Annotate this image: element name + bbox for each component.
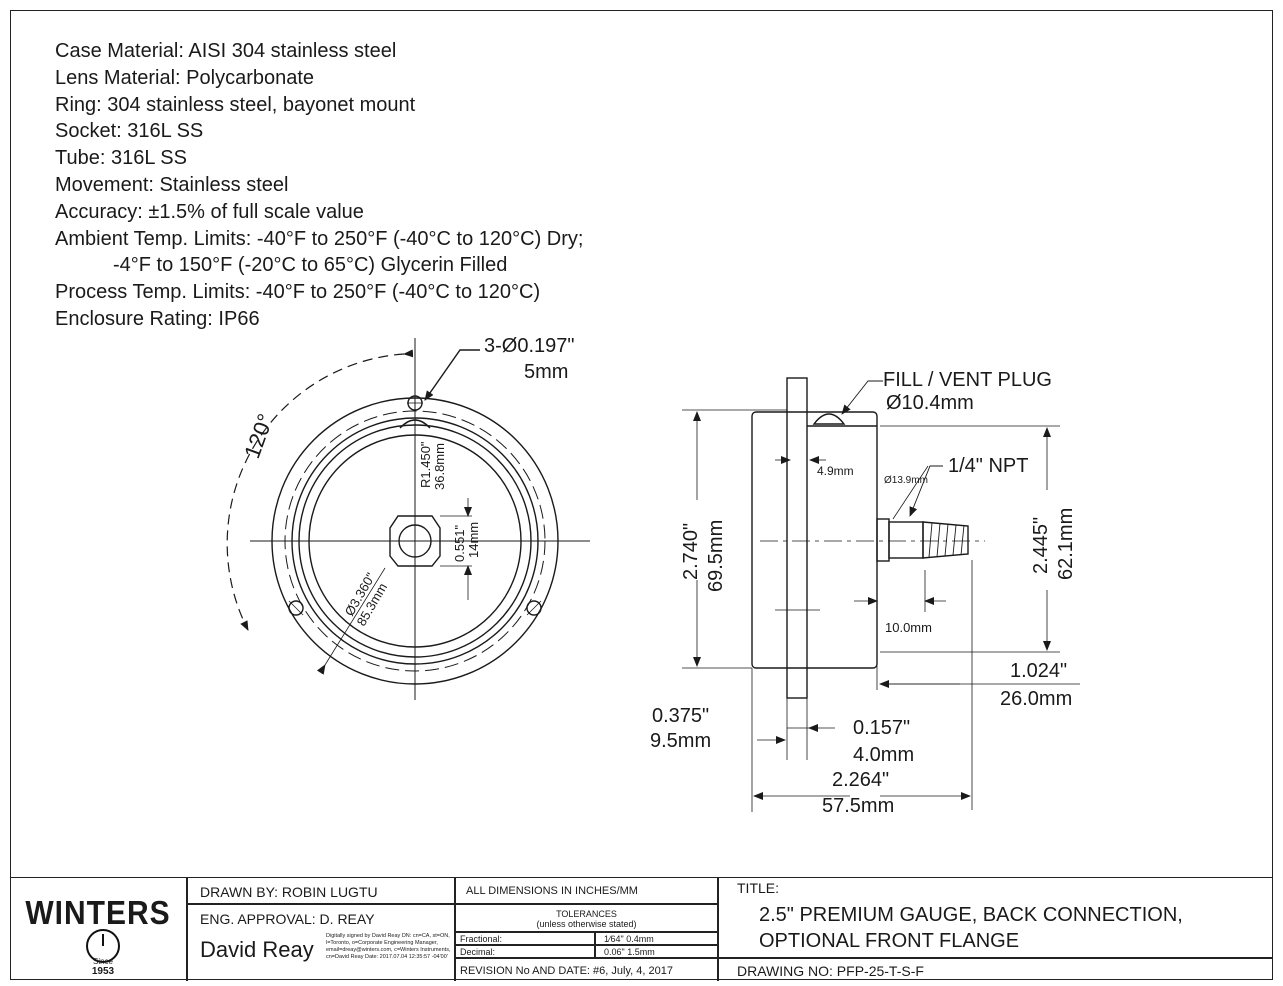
spec-list: Case Material: AISI 304 stainless steel … bbox=[55, 38, 583, 333]
fractional-value: 1⁄64" 0.4mm bbox=[604, 934, 654, 944]
back-depth-mm-label: 26.0mm bbox=[1000, 688, 1072, 710]
radius-mm-label: 36.8mm bbox=[432, 443, 447, 490]
title-line-1: 2.5" PREMIUM GAUGE, BACK CONNECTION, bbox=[759, 904, 1183, 926]
eng-approval: ENG. APPROVAL: D. REAY bbox=[200, 911, 375, 927]
back-depth-label: 1.024" bbox=[1010, 660, 1067, 682]
all-dimensions-cell: ALL DIMENSIONS IN INCHES/MM bbox=[455, 878, 718, 904]
case-height-label: 2.445" bbox=[1030, 517, 1052, 574]
case-profile bbox=[751, 411, 878, 669]
total-length-mm-label: 57.5mm bbox=[822, 795, 894, 817]
drawn-by-cell: DRAWN BY: ROBIN LUGTU bbox=[187, 878, 455, 904]
flange-height-mm-label: 69.5mm bbox=[705, 520, 727, 592]
title-label: TITLE: bbox=[737, 880, 780, 896]
angle-label: 120° bbox=[239, 410, 278, 461]
npt-leader bbox=[909, 465, 943, 517]
since-label: Since bbox=[93, 957, 114, 966]
year-label: 1953 bbox=[92, 966, 115, 977]
title-cell: TITLE: 2.5" PREMIUM GAUGE, BACK CONNECTI… bbox=[718, 878, 1273, 958]
wall-label: 4.9mm bbox=[817, 464, 854, 478]
npt-label: 1/4" NPT bbox=[948, 455, 1028, 477]
fill-plug-label: FILL / VENT PLUG bbox=[883, 369, 1052, 391]
side-view-labels: FILL / VENT PLUG Ø10.4mm 1/4" NPT 4.9mm … bbox=[650, 369, 1077, 817]
flange-thickness-mm-label: 9.5mm bbox=[650, 730, 711, 752]
socket-dia-label: Ø13.9mm bbox=[884, 475, 928, 486]
decimal-label: Decimal: bbox=[460, 947, 496, 957]
revision: REVISION No AND DATE: #6, July, 4, 2017 bbox=[460, 965, 673, 977]
decimal-value: 0.06" 1.5mm bbox=[604, 947, 655, 957]
spec-socket: Socket: 316L SS bbox=[55, 120, 204, 143]
logo-text: WINTERS bbox=[25, 894, 170, 932]
spec-ambient-glycerin: -4°F to 150°F (-20°C to 65°C) Glycerin F… bbox=[113, 254, 508, 277]
flange-profile bbox=[786, 377, 808, 699]
signature: David Reay bbox=[200, 937, 314, 962]
spec-ring: Ring: 304 stainless steel, bayonet mount bbox=[55, 93, 416, 116]
spec-enclosure: Enclosure Rating: IP66 bbox=[55, 307, 260, 330]
thread-lines bbox=[928, 522, 965, 558]
title-line-2: OPTIONAL FRONT FLANGE bbox=[759, 930, 1020, 952]
spec-movement: Movement: Stainless steel bbox=[55, 173, 289, 196]
spec-tube: Tube: 316L SS bbox=[55, 147, 187, 170]
spec-accuracy: Accuracy: ±1.5% of full scale value bbox=[55, 200, 364, 223]
thread-length-label: 10.0mm bbox=[885, 620, 932, 635]
drawing-number: DRAWING NO: PFP-25-T-S-F bbox=[737, 963, 924, 979]
spec-case: Case Material: AISI 304 stainless steel bbox=[55, 40, 397, 62]
fractional-label: Fractional: bbox=[460, 934, 503, 944]
radius-label: R1.450" bbox=[418, 441, 433, 488]
spec-process: Process Temp. Limits: -40°F to 250°F (-4… bbox=[55, 281, 541, 304]
logo-cell: WINTERS Since 1953 bbox=[10, 878, 187, 981]
fractional-value-cell: 1⁄64" 0.4mm bbox=[595, 932, 718, 945]
drawing-frame bbox=[10, 10, 1273, 980]
decimal-value-cell: 0.06" 1.5mm bbox=[595, 945, 718, 958]
spec-lens: Lens Material: Polycarbonate bbox=[55, 66, 315, 89]
flange-height-label: 2.740" bbox=[680, 523, 702, 580]
bolt-circle-leader bbox=[316, 567, 386, 675]
fractional-label-cell: Fractional: bbox=[455, 932, 595, 945]
bolt-hole-right bbox=[526, 600, 542, 616]
all-dimensions: ALL DIMENSIONS IN INCHES/MM bbox=[466, 885, 638, 897]
flange-thickness-label: 0.375" bbox=[652, 705, 709, 727]
front-view-labels: 120° 3-Ø0.197" 5mm R1.450" 36.8mm 0.551"… bbox=[239, 335, 574, 629]
decimal-label-cell: Decimal: bbox=[455, 945, 595, 958]
gap-label: 0.157" bbox=[853, 717, 910, 739]
gap-mm-label: 4.0mm bbox=[853, 744, 914, 766]
winters-logo: WINTERS Since 1953 bbox=[25, 894, 170, 977]
hex-label: 0.551" bbox=[452, 524, 467, 562]
holes-mm-label: 5mm bbox=[524, 361, 568, 383]
drawing-no-cell: DRAWING NO: PFP-25-T-S-F bbox=[718, 958, 1273, 981]
total-length-label: 2.264" bbox=[832, 769, 889, 791]
tolerances-note: (unless otherwise stated) bbox=[536, 919, 637, 929]
npt-thread bbox=[922, 521, 969, 559]
fill-plug bbox=[812, 413, 846, 425]
hole-leader bbox=[424, 349, 480, 401]
fill-plug-leader bbox=[841, 380, 883, 415]
tolerances-heading: TOLERANCES bbox=[556, 909, 617, 919]
bolt-hole-left bbox=[288, 600, 304, 616]
digital-signature-text: Digitally signed by David Reay DN: cn=CA… bbox=[326, 933, 451, 960]
holes-label: 3-Ø0.197" bbox=[484, 335, 575, 357]
hex-mm-label: 14mm bbox=[466, 522, 481, 558]
tolerances-cell: TOLERANCES (unless otherwise stated) bbox=[455, 904, 718, 932]
socket-collar bbox=[876, 518, 890, 562]
title-block: WINTERS Since 1953 DRAWN BY: ROBIN LUGTU… bbox=[10, 877, 1273, 981]
fill-plug-mm-label: Ø10.4mm bbox=[886, 392, 974, 414]
approval-cell: ENG. APPROVAL: D. REAY David Reay Digita… bbox=[187, 904, 455, 981]
front-view bbox=[226, 338, 590, 700]
side-view bbox=[682, 377, 1080, 812]
gauge-icon bbox=[86, 929, 120, 963]
case-height-mm-label: 62.1mm bbox=[1055, 508, 1077, 580]
socket-hex bbox=[888, 521, 924, 559]
angle-arc bbox=[226, 349, 414, 631]
spec-ambient: Ambient Temp. Limits: -40°F to 250°F (-4… bbox=[55, 227, 584, 250]
revision-cell: REVISION No AND DATE: #6, July, 4, 2017 bbox=[455, 958, 718, 981]
drawn-by: DRAWN BY: ROBIN LUGTU bbox=[200, 884, 378, 900]
